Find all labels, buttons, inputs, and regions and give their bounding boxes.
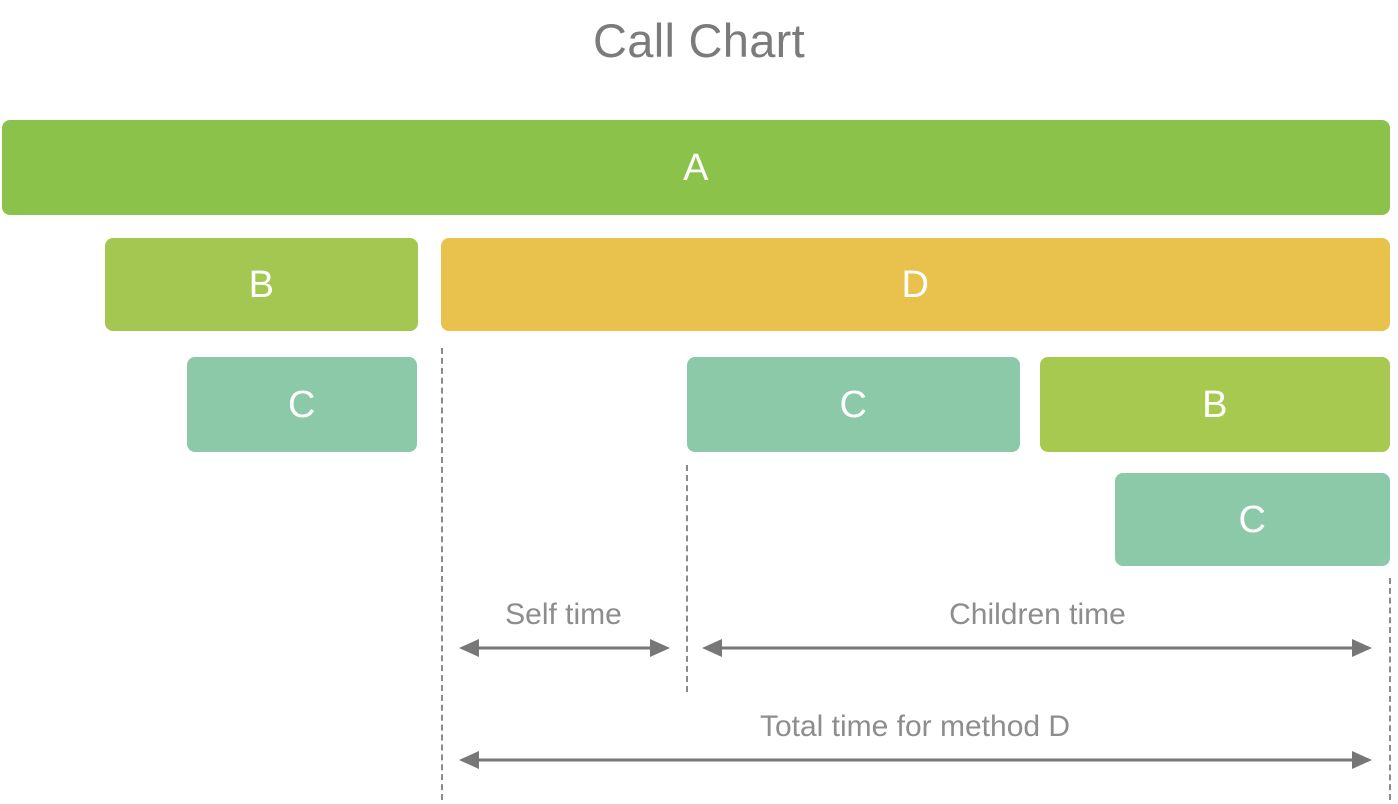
annotation-label-total-time: Total time for method D	[759, 710, 1071, 743]
call-bar-label: D	[901, 263, 930, 306]
call-bar-label: C	[1238, 498, 1267, 541]
annotation-label-self-time: Self time	[505, 598, 622, 631]
guide-line-d-self-end	[686, 465, 688, 692]
annotation-arrow-self-time	[459, 636, 670, 660]
call-bar-c-2a[interactable]: C	[187, 357, 417, 452]
call-bar-b-2[interactable]: B	[1040, 357, 1390, 452]
call-bar-a-0[interactable]: A	[2, 120, 1390, 215]
annotation-arrow-children-time	[702, 636, 1372, 660]
call-bar-b-1[interactable]: B	[105, 238, 418, 331]
call-bar-label: C	[288, 383, 316, 426]
page-title: Call Chart	[593, 14, 805, 67]
annotation-arrow-total-time	[459, 748, 1372, 772]
call-bar-label: B	[248, 263, 275, 306]
call-bar-label: B	[1202, 383, 1228, 426]
call-bar-label: A	[683, 146, 709, 189]
call-bar-label: C	[839, 383, 868, 426]
annotation-label-children-time: Children time	[949, 598, 1126, 631]
call-bar-c-3[interactable]: C	[1115, 473, 1390, 566]
guide-line-d-end	[1389, 578, 1391, 800]
call-bar-c-2b[interactable]: C	[687, 357, 1020, 452]
guide-line-d-start	[441, 348, 443, 800]
call-bar-d-1[interactable]: D	[441, 238, 1390, 331]
